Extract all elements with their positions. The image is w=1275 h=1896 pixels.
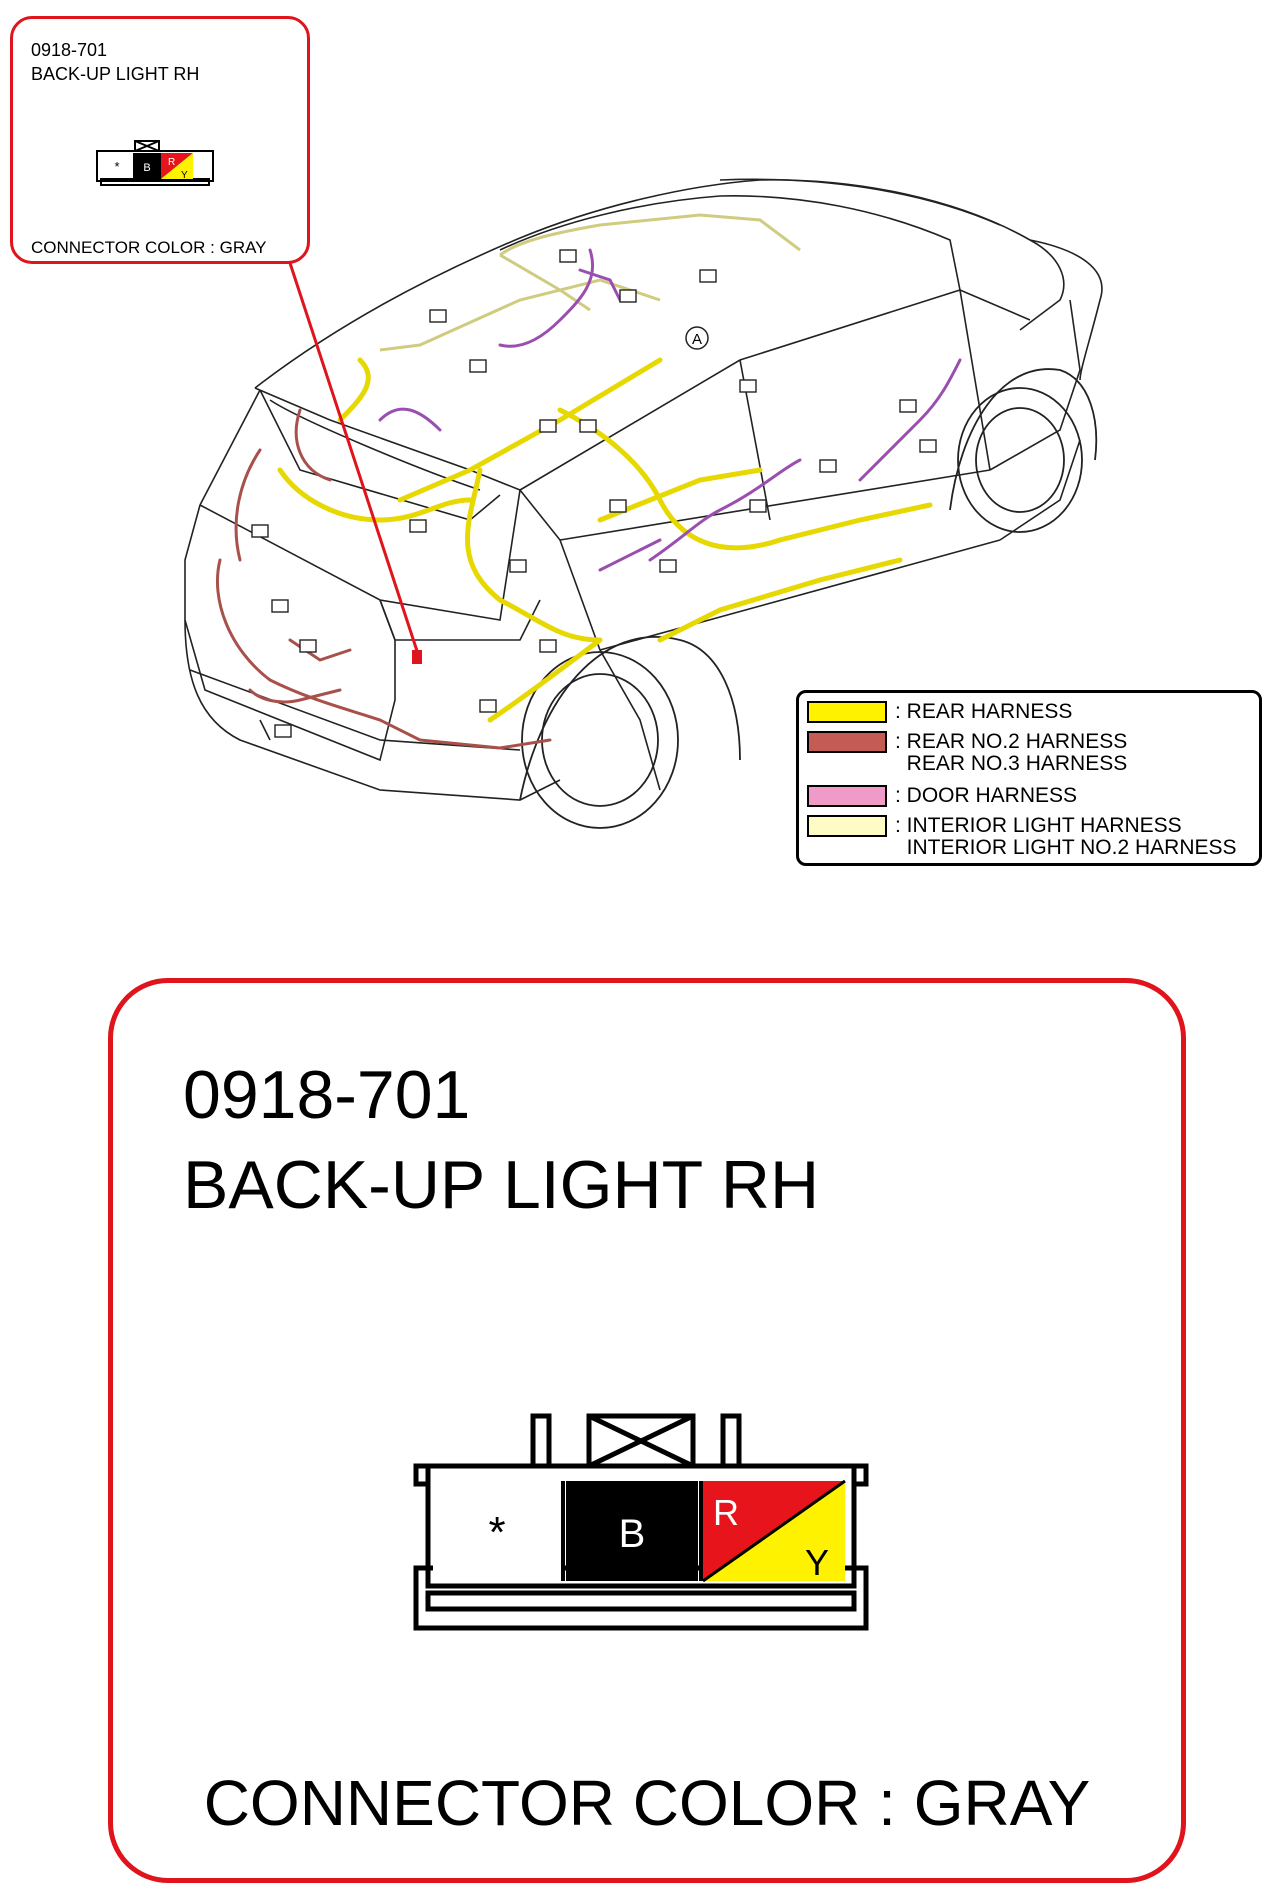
rear-no2-harness-route [215, 408, 552, 750]
connector-face: * B R Y [413, 1413, 869, 1631]
terminal-3-split-label: Y [805, 1542, 829, 1583]
connector-color: CONNECTOR COLOR : GRAY [203, 1767, 1091, 1839]
terminal-2-label: B [619, 1512, 646, 1556]
connector-callout-large: 0918-701 BACK-UP LIGHT RH * B R [108, 978, 1186, 1883]
legend-item-rear-no2-harness: : REAR NO.2 HARNESS REAR NO.3 HARNESS [807, 731, 1127, 775]
marker-a: A [685, 326, 709, 350]
callout-leader-line [288, 262, 420, 655]
door-harness-route [378, 248, 962, 572]
legend-swatch [807, 701, 887, 723]
legend-label: : REAR NO.2 HARNESS REAR NO.3 HARNESS [895, 730, 1128, 775]
legend-swatch [807, 731, 887, 753]
legend-item-door-harness: : DOOR HARNESS [807, 785, 1077, 807]
back-up-light-rh-connector-marker [412, 650, 422, 664]
connector-code-small: 0918-701 [31, 40, 108, 60]
interior-light-harness-route [379, 213, 801, 352]
terminal-3-label: R [713, 1492, 739, 1533]
legend-label: : INTERIOR LIGHT HARNESS INTERIOR LIGHT … [895, 814, 1237, 859]
terminal-2-label-small: B [143, 162, 150, 174]
legend-item-interior-light-harness: : INTERIOR LIGHT HARNESS INTERIOR LIGHT … [807, 815, 1237, 859]
legend-item-rear-harness: : REAR HARNESS [807, 701, 1072, 723]
terminal-1-label-small: * [114, 159, 119, 174]
connector-name-small: BACK-UP LIGHT RH [31, 64, 200, 84]
connector-name: BACK-UP LIGHT RH [183, 1147, 820, 1223]
marker-a-label: A [692, 331, 702, 348]
vehicle-harness-illustration: A [184, 178, 1103, 829]
rear-harness-route [277, 357, 933, 723]
terminal-1-label: * [488, 1508, 505, 1557]
connector-code: 0918-701 [183, 1057, 471, 1133]
terminal-2 [566, 1481, 698, 1581]
wheels [519, 368, 1098, 829]
legend-swatch [807, 785, 887, 807]
connector-color-small: CONNECTOR COLOR : GRAY [31, 238, 267, 257]
legend-swatch [807, 815, 887, 837]
connector-face-small: * B R Y [96, 140, 214, 186]
terminal-3-label-small: R [168, 157, 175, 168]
terminal-1 [433, 1481, 561, 1581]
harness-legend: : REAR HARNESS : REAR NO.2 HARNESS REAR … [796, 690, 1262, 866]
legend-label: : DOOR HARNESS [895, 784, 1078, 807]
connector-callout-small: 0918-701 BACK-UP LIGHT RH * B R Y CONNEC… [10, 16, 310, 264]
terminal-3-split-label-small: Y [181, 170, 188, 181]
harness-connectors [251, 249, 937, 738]
legend-label: : REAR HARNESS [895, 700, 1073, 723]
